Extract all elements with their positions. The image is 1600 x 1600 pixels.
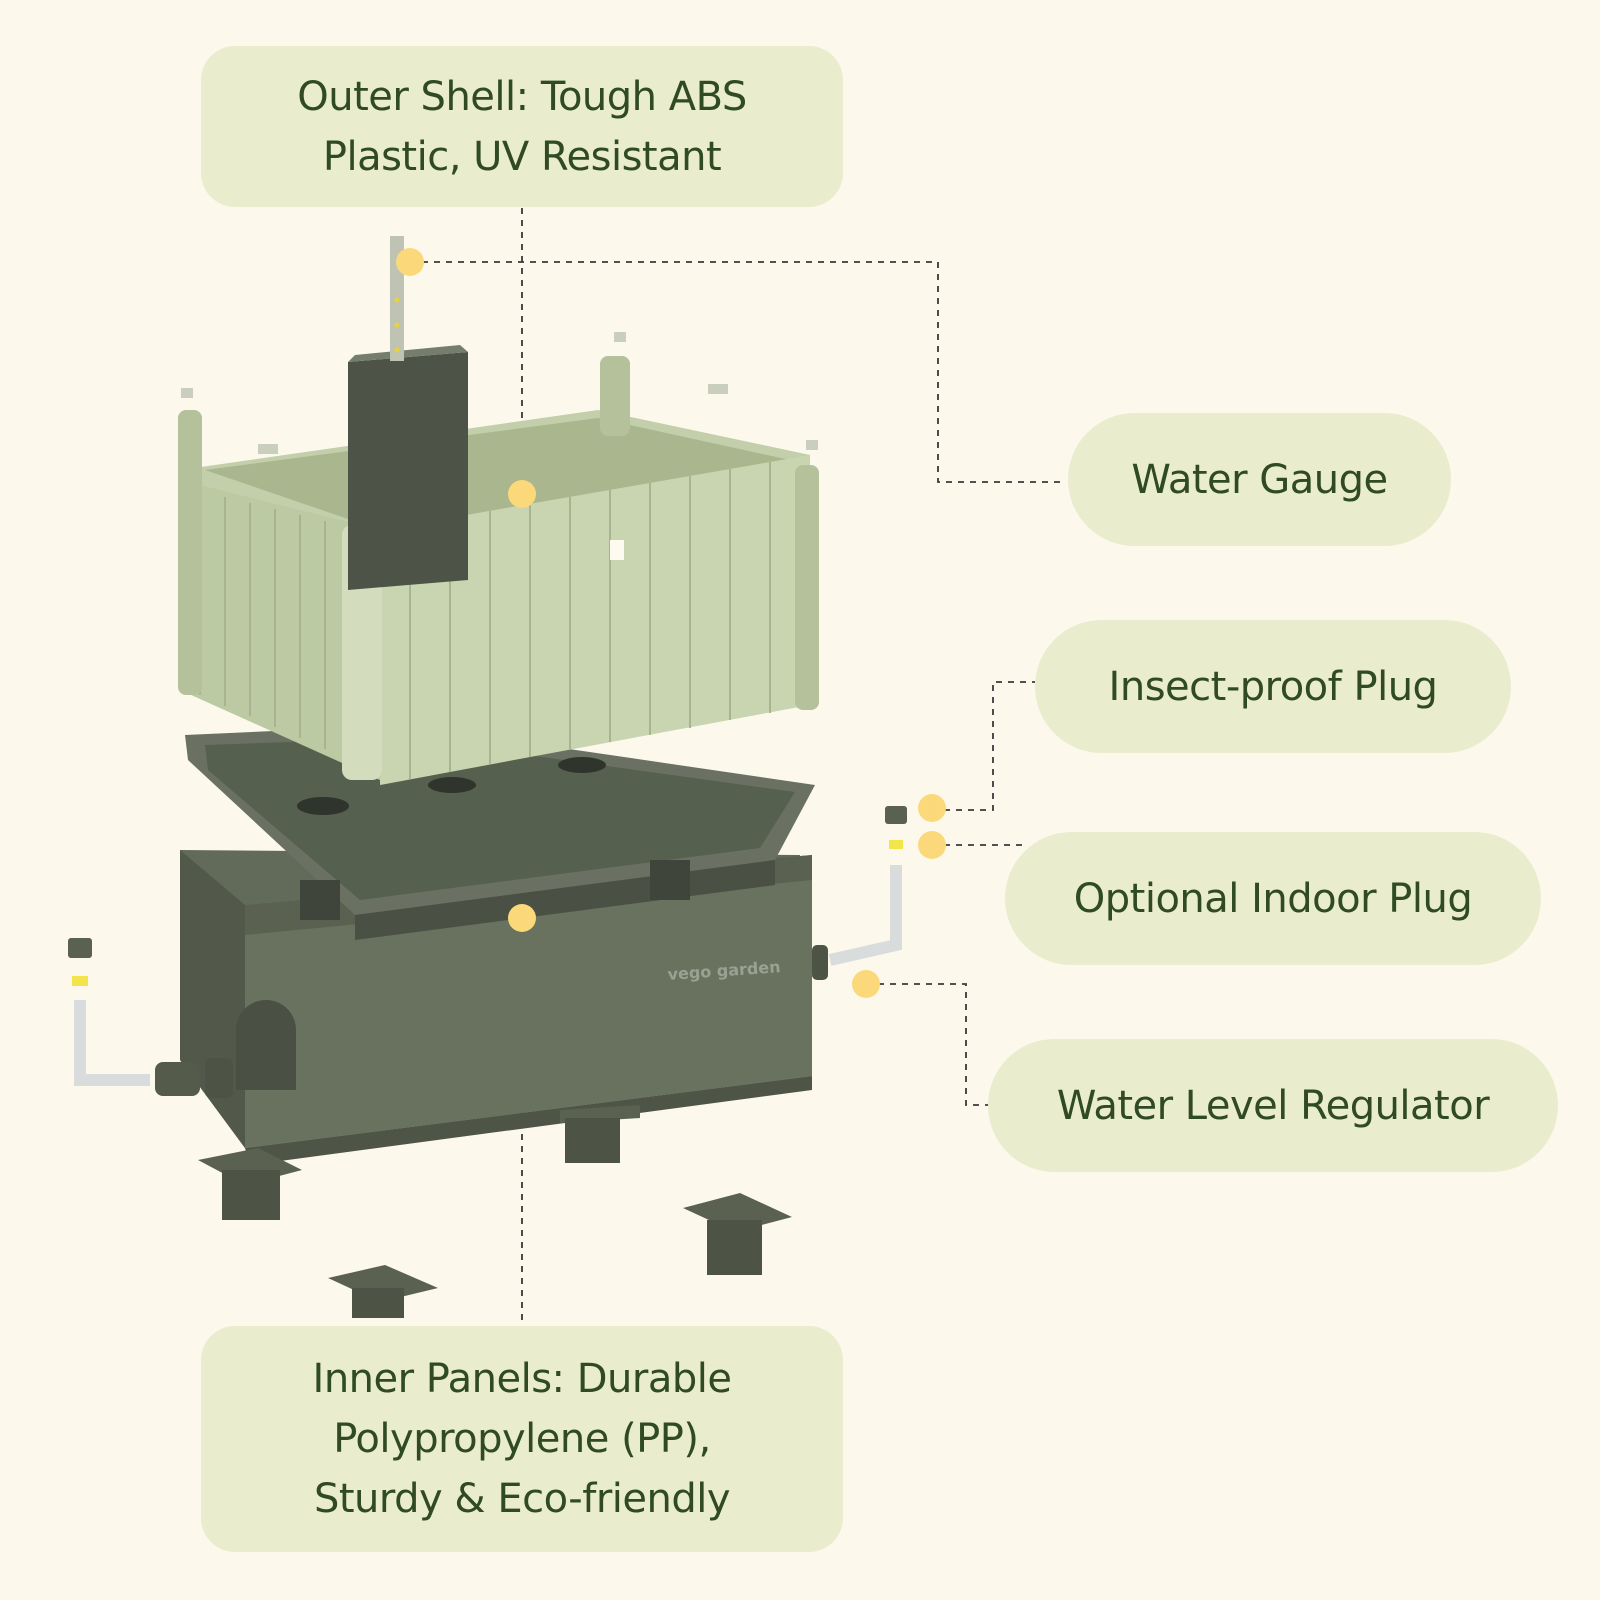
left-pipe-assembly (68, 938, 233, 1098)
callout-water-gauge: Water Gauge (1068, 413, 1451, 546)
callout-regulator: Water Level Regulator (988, 1039, 1558, 1172)
planter-feet (198, 1105, 792, 1318)
outer-shell (178, 356, 819, 785)
leader-insect-plug (932, 681, 1035, 811)
marker-insect-plug (918, 794, 946, 822)
callout-insect-plug: Insect-proof Plug (1035, 620, 1511, 753)
leader-regulator (866, 983, 990, 1106)
callout-water-gauge-text: Water Gauge (1131, 456, 1388, 503)
right-pipe-assembly (812, 806, 907, 980)
marker-water-gauge (396, 248, 424, 276)
marker-outer-shell (508, 480, 536, 508)
callout-outer-shell: Outer Shell: Tough ABS Plastic, UV Resis… (201, 46, 843, 207)
post-caps (181, 332, 818, 454)
callout-insect-plug-text: Insect-proof Plug (1108, 663, 1438, 710)
callout-regulator-text: Water Level Regulator (1056, 1082, 1490, 1129)
callout-inner-panels: Inner Panels: Durable Polypropylene (PP)… (201, 1326, 843, 1552)
marker-inner-panels (508, 904, 536, 932)
callout-outer-shell-text: Outer Shell: Tough ABS Plastic, UV Resis… (297, 73, 747, 180)
callout-markers (396, 248, 946, 998)
marker-regulator (852, 970, 880, 998)
callout-indoor-plug-text: Optional Indoor Plug (1073, 875, 1473, 922)
leader-water-gauge (410, 261, 1065, 483)
callout-indoor-plug: Optional Indoor Plug (1005, 832, 1541, 965)
marker-indoor-plug (918, 831, 946, 859)
callout-inner-panels-text: Inner Panels: Durable Polypropylene (PP)… (312, 1356, 732, 1522)
water-gauge-part (348, 236, 468, 590)
